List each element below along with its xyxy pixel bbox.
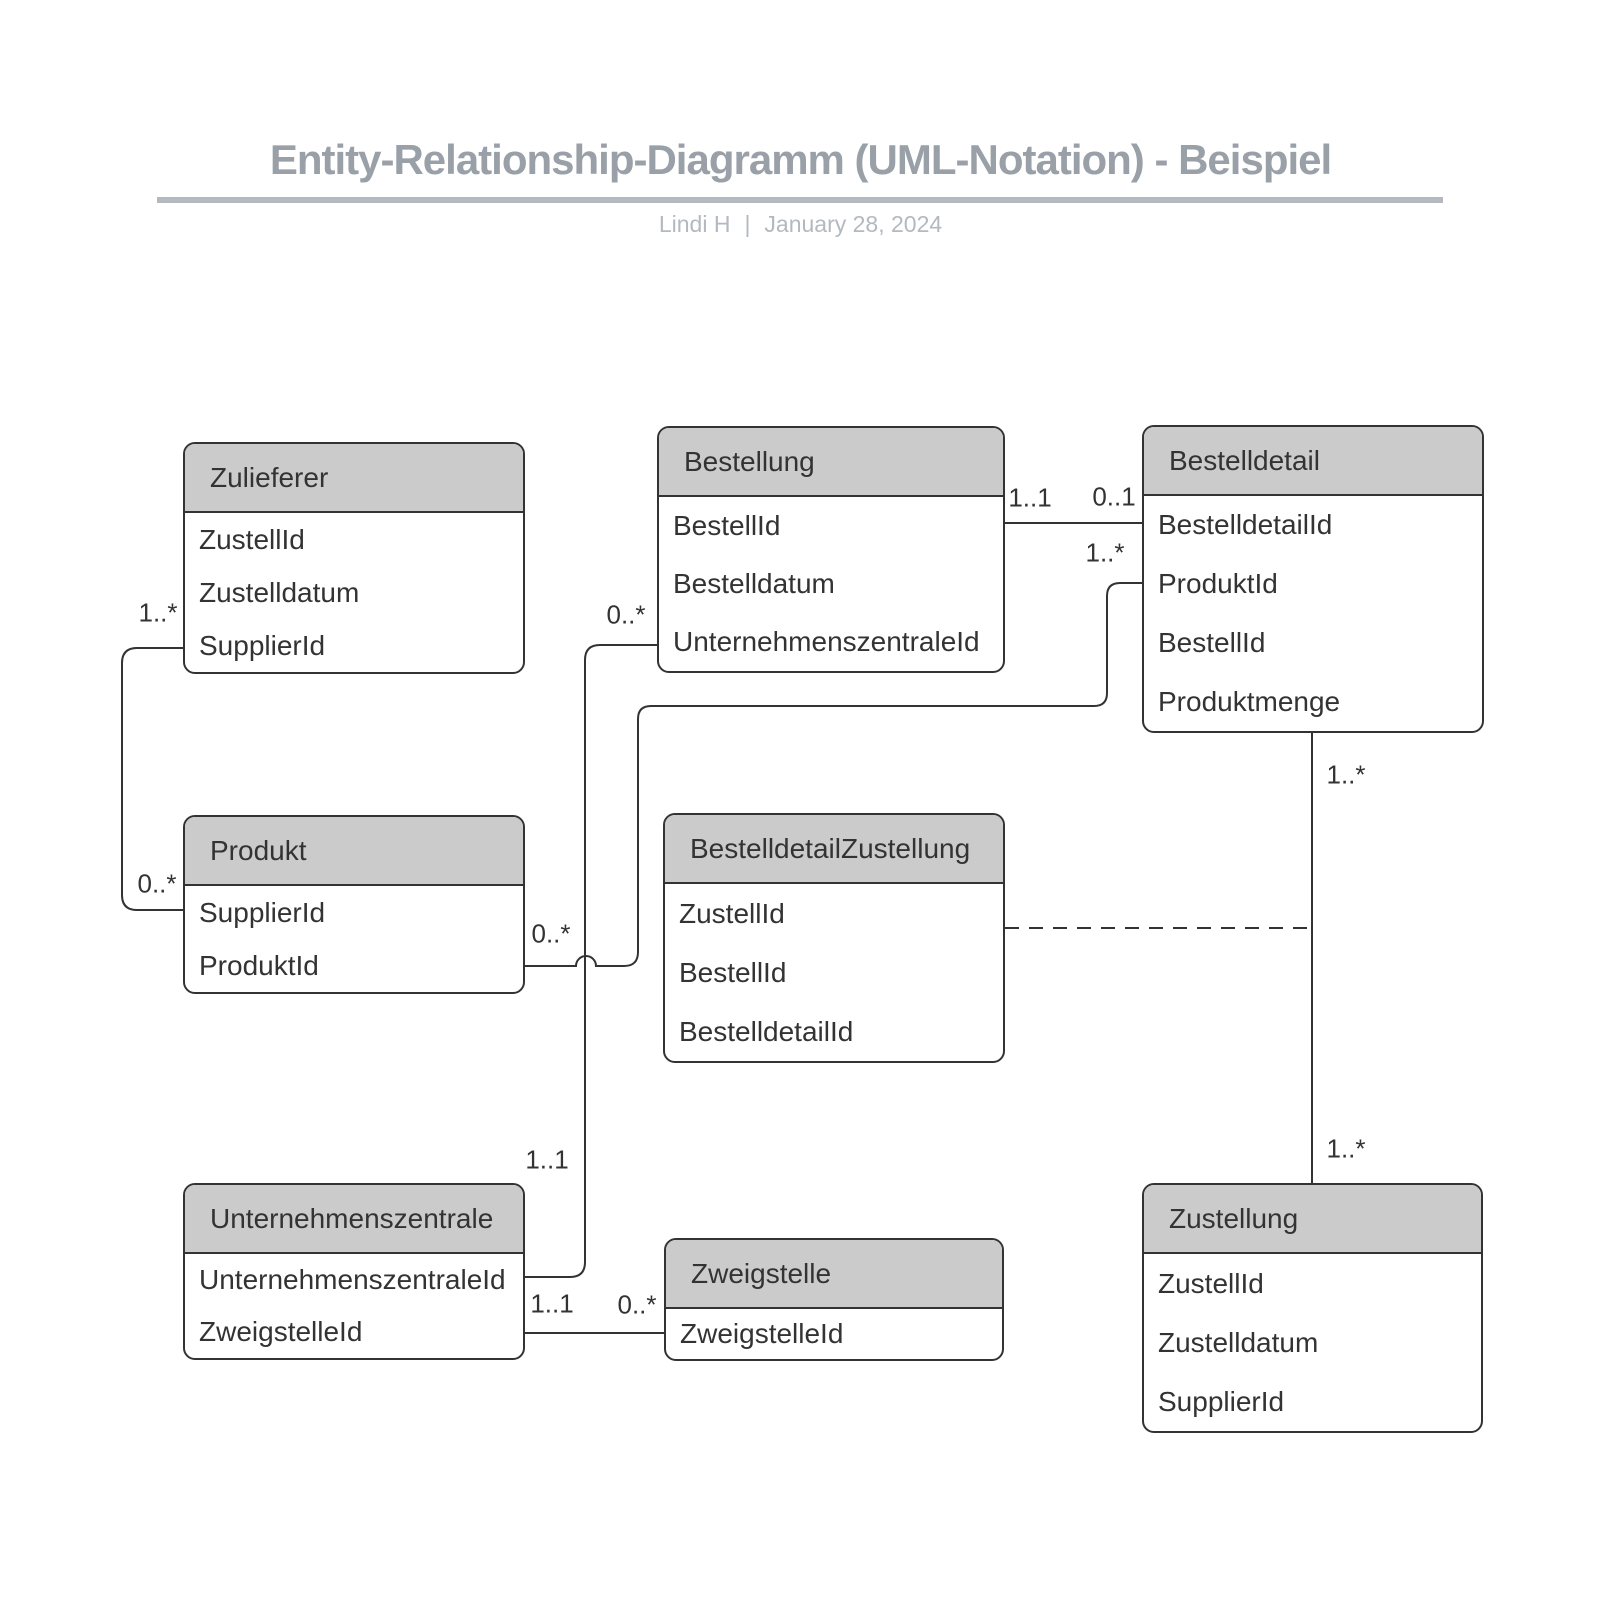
title-underline [157,197,1443,203]
attribute-row: BestellId [673,510,781,541]
attribute-row: SupplierId [199,896,326,928]
page-title: Entity-Relationship-Diagramm (UML-Notati… [269,136,1332,183]
attribute-row: ProduktId [1158,568,1278,600]
attribute-row: Zustelldatum [1158,1326,1319,1358]
cardinality-label: 0..* [617,1289,657,1320]
cardinality-label: 0..1 [1092,481,1136,512]
entity-title: Produkt [185,817,523,886]
date-label: January 28, 2024 [764,211,943,237]
attribute-row: SupplierId [199,629,326,661]
entity-title: Bestellung [659,428,1003,497]
cardinality-label: 1..* [138,597,178,628]
entity-title: Unternehmenszentrale [185,1185,523,1254]
cardinality-label: 1..1 [530,1288,574,1319]
attribute-row: SupplierId [1158,1385,1285,1417]
cardinality-label: 0..* [137,868,177,899]
connection-produkt-bestelldetail [525,582,1142,967]
entity-title: BestelldetailZustellung [665,815,1003,884]
cardinality-label: 1..1 [525,1144,569,1175]
entity-title: Zulieferer [185,444,523,513]
cardinality-label: 1..* [1326,759,1366,790]
page-subtitle: Lindi H | January 28, 2024 [0,211,1601,238]
attribute-row: ZustellId [679,897,785,929]
attribute-row: UnternehmenszentraleId [199,1264,506,1295]
cardinality-label: 1..* [1326,1133,1366,1164]
attribute-row: Bestelldatum [673,568,835,599]
attribute-row: BestellId [679,956,787,988]
entity-title: Zweigstelle [666,1240,1002,1309]
entity-title: Bestelldetail [1144,427,1482,496]
cardinality-label: 1..1 [1008,482,1052,513]
subtitle-separator: | [744,211,751,237]
attribute-row: ProduktId [199,949,319,981]
attribute-row: BestelldetailId [1158,509,1333,541]
entity-title: Zustellung [1144,1185,1481,1254]
attribute-row: BestelldetailId [679,1015,854,1047]
cardinality-label: 0..* [531,918,571,949]
attribute-row: ZustellId [1158,1267,1264,1299]
attribute-row: ZweigstelleId [199,1316,363,1347]
attribute-row: Produktmenge [1158,685,1341,717]
cardinality-label: 0..* [606,599,646,630]
attribute-row: UnternehmenszentraleId [673,626,980,657]
cardinality-label: 1..* [1085,537,1125,568]
attribute-row: ZustellId [199,523,305,555]
author-label: Lindi H [658,211,731,237]
attribute-row: ZweigstelleId [680,1318,844,1349]
attribute-row: Zustelldatum [199,576,360,608]
attribute-row: BestellId [1158,626,1266,658]
connection-bestellung-unternehmenszentrale [525,644,657,1278]
connection-zulieferer-produkt [121,647,183,911]
